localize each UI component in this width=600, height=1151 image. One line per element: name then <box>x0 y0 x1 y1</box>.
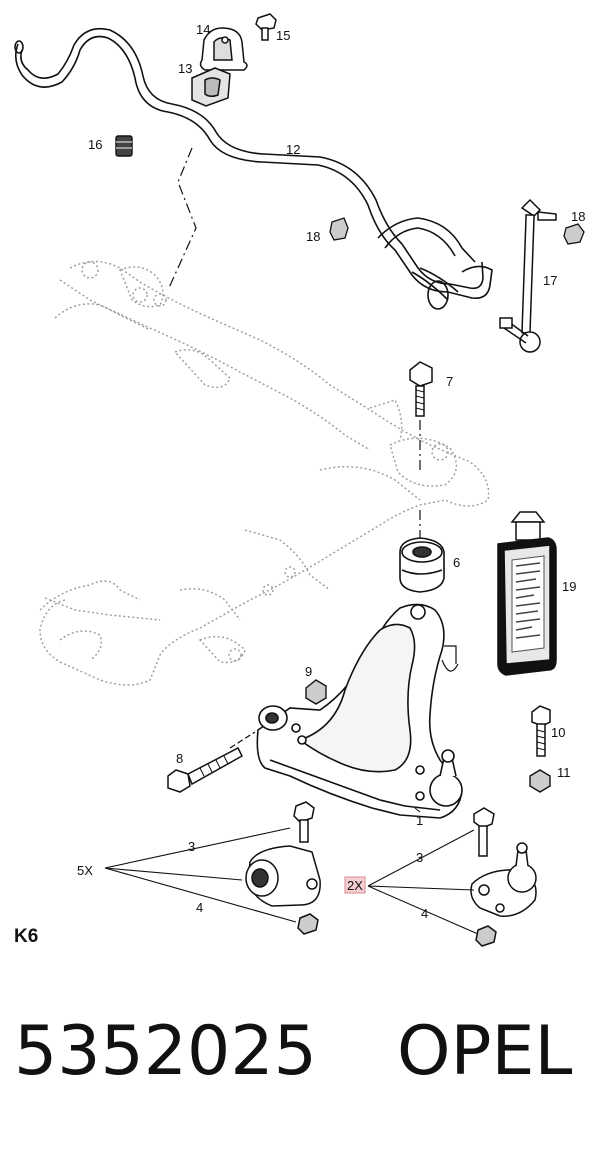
part-label: 13 <box>178 61 192 76</box>
control-arm <box>256 603 463 819</box>
assembly-centerline <box>441 645 459 672</box>
bushing-clamp <box>199 27 248 71</box>
nut <box>563 223 585 245</box>
rubber-bushing <box>191 67 231 107</box>
brand-name: OPEL <box>397 1012 572 1091</box>
part-label: 14 <box>196 22 210 37</box>
nut <box>329 217 349 241</box>
nut <box>115 135 133 157</box>
leader-lines <box>104 807 479 935</box>
highlight-box <box>344 876 366 894</box>
part-label: 11 <box>557 765 571 780</box>
part-label: 16 <box>88 137 102 152</box>
stabilizer-bar <box>14 27 493 310</box>
bolt <box>531 705 551 757</box>
part-label: 3 <box>188 839 195 854</box>
bolt <box>255 13 277 41</box>
part-label: 19 <box>562 579 576 594</box>
section-code: K6 <box>14 926 38 947</box>
part-label: 10 <box>551 725 565 740</box>
part-label: 9 <box>305 664 312 679</box>
fluid-bottle <box>497 511 557 676</box>
bolt <box>167 746 243 793</box>
ball-joint-assembly <box>470 807 537 947</box>
part-label: 7 <box>446 374 453 389</box>
bolt <box>409 361 433 417</box>
part-label: 4 <box>196 900 203 915</box>
assembly-centerline <box>229 731 256 749</box>
part-label: 3 <box>416 850 423 865</box>
part-label: 18 <box>571 209 585 224</box>
bushing <box>399 537 445 593</box>
nut <box>305 679 327 705</box>
part-label: 8 <box>176 751 183 766</box>
part-label: 4 <box>421 906 428 921</box>
bushing-assembly <box>245 801 321 935</box>
part-label: 17 <box>543 273 557 288</box>
subframe <box>39 260 490 686</box>
part-label: 15 <box>276 28 290 43</box>
multiplier-label: 5X <box>77 863 93 878</box>
part-labels: 14 15 13 16 12 18 18 17 7 6 19 9 8 10 11… <box>14 22 585 947</box>
multiplier-label: 2X <box>347 878 363 893</box>
part-label: 6 <box>453 555 460 570</box>
nut <box>529 769 551 793</box>
part-number: 5352025 <box>14 1012 317 1091</box>
part-label: 18 <box>306 229 320 244</box>
assembly-centerline <box>167 147 197 291</box>
part-label: 12 <box>286 142 300 157</box>
stabilizer-link <box>499 198 557 353</box>
part-label: 1 <box>416 813 423 828</box>
